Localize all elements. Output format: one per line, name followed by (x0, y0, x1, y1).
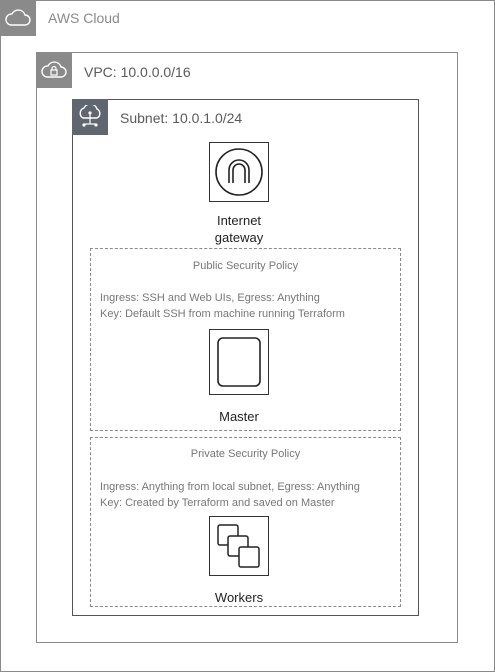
private-policy-title: Private Security Policy (190, 448, 301, 460)
private-policy-line1: Ingress: Anything from local subnet, Egr… (100, 481, 360, 493)
internet-gateway-label-line2: gateway (214, 230, 264, 245)
subnet-group (72, 99, 419, 616)
vpc-label: VPC: 10.0.0.0/16 (84, 64, 191, 80)
public-policy-title: Public Security Policy (192, 260, 299, 272)
subnet-cloud-network-icon (72, 99, 108, 135)
internet-gateway-icon (209, 142, 269, 202)
subnet-label: Subnet: 10.0.1.0/24 (120, 110, 243, 126)
cloud-icon (0, 0, 36, 36)
aws-cloud-label: AWS Cloud (48, 10, 120, 26)
vpc-group (36, 52, 458, 643)
private-security-policy-group (90, 437, 401, 607)
vpc-cloud-lock-icon (36, 52, 72, 88)
instance-icon (209, 329, 269, 395)
public-policy-line1: Ingress: SSH and Web UIs, Egress: Anythi… (100, 292, 320, 304)
internet-gateway-label-line1: Internet (216, 213, 262, 228)
public-security-policy-group (90, 248, 401, 431)
public-policy-line2: Key: Default SSH from machine running Te… (100, 308, 345, 320)
master-label: Master (219, 409, 259, 424)
multiple-instances-icon (209, 516, 269, 576)
private-policy-line2: Key: Created by Terraform and saved on M… (100, 497, 335, 509)
workers-label: Workers (214, 590, 264, 605)
internet-gateway-label: Internet gateway (179, 212, 299, 246)
